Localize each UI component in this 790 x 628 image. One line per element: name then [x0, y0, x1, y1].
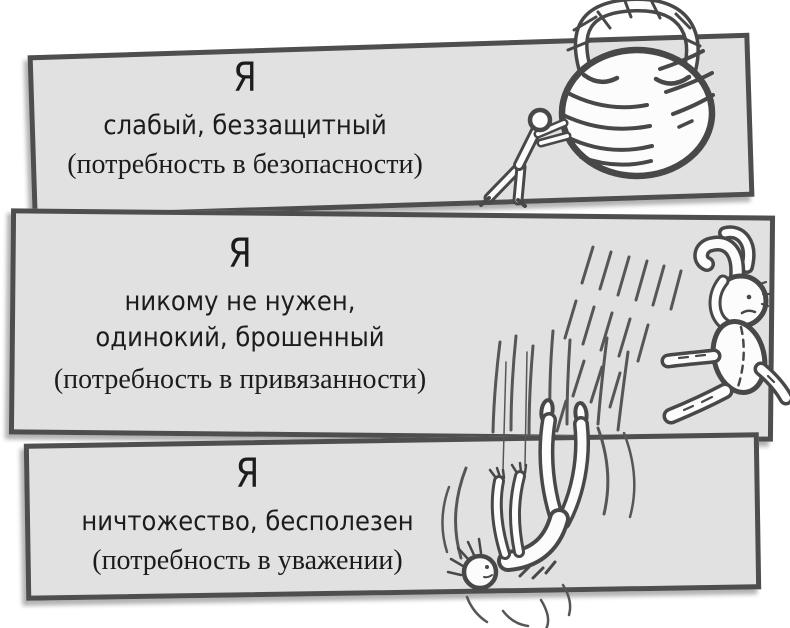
- panel-attachment-text: Я никому не нужен, одинокий, брошенный (…: [0, 234, 480, 397]
- panel-esteem-text: Я ничтожество, бесполезен (потребность в…: [5, 454, 490, 577]
- need-label: (потребность в безопасности): [67, 149, 423, 181]
- pronoun-label: Я: [235, 451, 260, 497]
- self-belief-line: никому не нужен,: [124, 286, 356, 317]
- self-belief-line: ничтожество, бесполезен: [81, 506, 414, 537]
- need-label: (потребность в уважении): [92, 545, 403, 577]
- self-belief-line: одинокий, брошенный: [95, 322, 385, 354]
- pronoun-label: Я: [233, 55, 257, 101]
- self-belief-line: слабый, беззащитный: [103, 110, 387, 141]
- need-label: (потребность в привязанности): [53, 364, 427, 396]
- panel-safety-text: Я слабый, беззащитный (потребность в без…: [5, 58, 485, 181]
- pronoun-label: Я: [228, 231, 252, 277]
